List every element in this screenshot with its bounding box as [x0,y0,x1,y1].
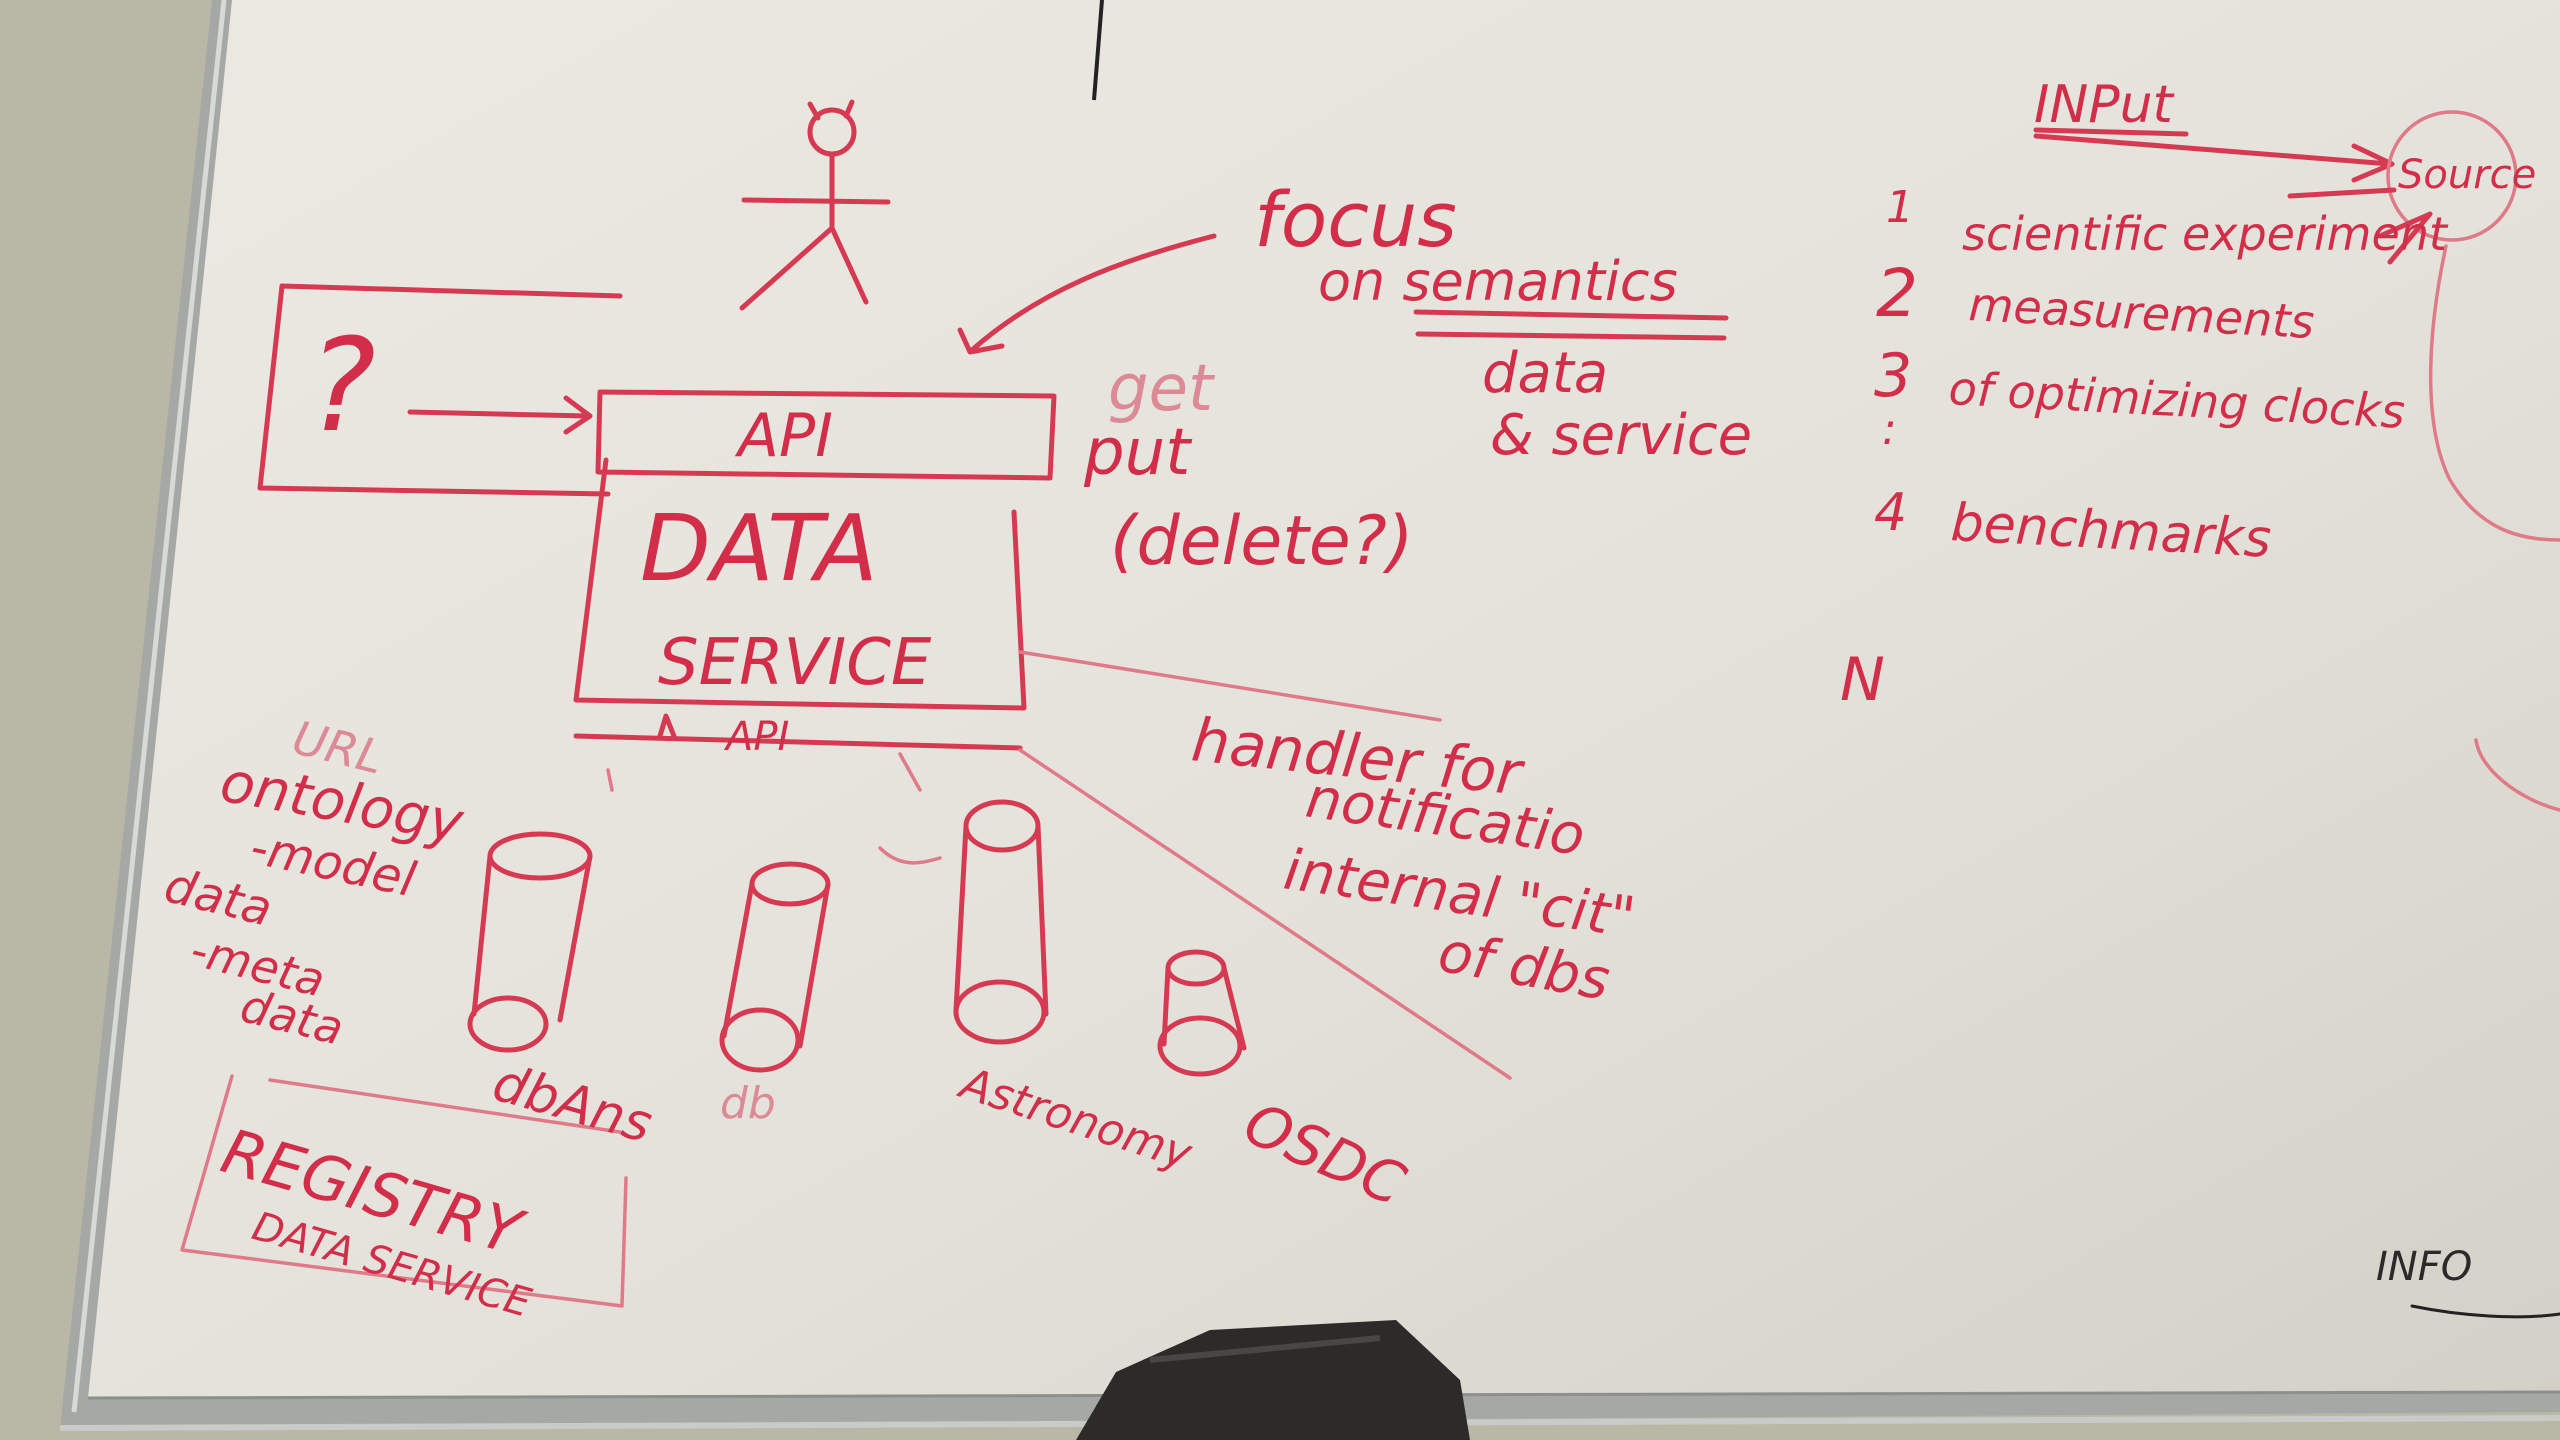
get-label: get [1108,352,1216,426]
data-service-title: DATA [640,495,878,602]
database-icon [467,831,593,1053]
source-label: Source [2398,152,2536,198]
service-label: & service [1490,403,1752,468]
list-number-1: 1 [1886,182,1914,233]
on-semantics-label: on semantics [1318,250,1678,313]
arrow-input-to-source [2033,133,2395,183]
arrow-focus [957,233,1217,355]
delete-label: (delete?) [1110,502,1413,581]
question-mark: ? [308,312,376,461]
list-number-2: 2 [1876,255,1918,332]
api-top-label: API [734,401,833,471]
database-icon [719,861,831,1073]
source-node [2386,110,2518,242]
db-label-db: db [720,1078,776,1129]
registry-box [180,1074,628,1308]
stick-figure-icon [739,99,891,311]
api-bottom-label: API [723,714,789,760]
input-label: INPut [2034,75,2175,135]
list-number-4: 4 [1874,483,1907,543]
unknown-client-box [257,283,623,497]
put-label: put [1083,416,1193,490]
arrow-to-api [407,395,593,435]
api-bar [595,389,1057,481]
whiteboard-surface [88,0,2560,1398]
list-item-1: scientific experiment [1962,207,2449,261]
database-icon [1157,949,1247,1077]
list-number-dots: : [1882,404,1897,455]
data-service-box [573,457,1027,711]
list-number-n: N [1840,645,1885,715]
list-number-3: 3 [1874,341,1912,411]
data-label: data [1482,341,1608,406]
eraser [1076,1320,1470,1440]
database-icon [953,799,1049,1045]
data-service-subtitle: SERVICE [658,626,932,700]
focus-label: focus [1254,175,1457,264]
corner-black-text: INFO [2376,1244,2472,1290]
